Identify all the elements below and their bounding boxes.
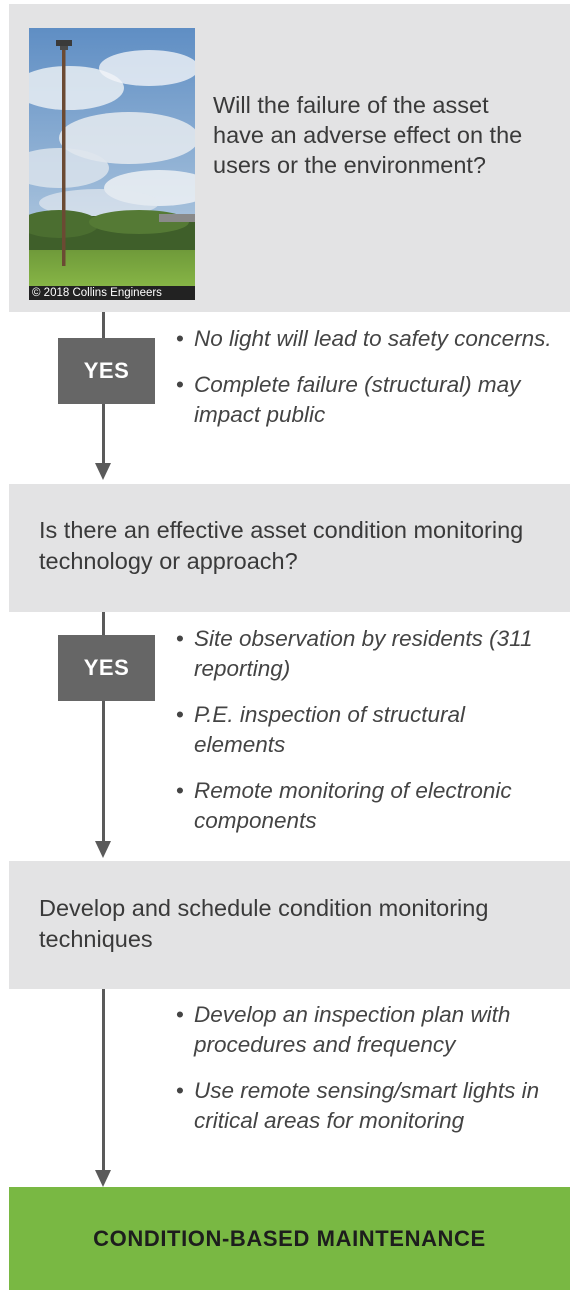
question-box-1: © 2018 Collins Engineers Will the failur…: [9, 4, 570, 312]
bullet-item: Use remote sensing/smart lights in criti…: [176, 1076, 562, 1136]
yes-badge-2: YES: [58, 635, 155, 701]
step-box-3: Develop and schedule condition monitorin…: [9, 861, 570, 989]
bullet-item: Site observation by residents (311 repor…: [176, 624, 562, 684]
arrow-down-icon: [95, 841, 111, 858]
connector-line-3: [102, 989, 105, 1171]
outcome-label: CONDITION-BASED MAINTENANCE: [93, 1225, 486, 1251]
step-text-3: Develop and schedule condition monitorin…: [39, 895, 489, 952]
photo-copyright: © 2018 Collins Engineers: [29, 286, 195, 300]
yes-badge-1: YES: [58, 338, 155, 404]
bullet-item: Remote monitoring of electronic componen…: [176, 776, 562, 836]
outcome-box: CONDITION-BASED MAINTENANCE: [9, 1187, 570, 1290]
bullet-list-1: No light will lead to safety concerns. C…: [176, 324, 562, 446]
question-text-1: Will the failure of the asset have an ad…: [213, 92, 523, 178]
light-pole-photo: © 2018 Collins Engineers: [29, 28, 195, 300]
bullet-item: Complete failure (structural) may impact…: [176, 370, 562, 430]
light-pole-image: [29, 28, 195, 300]
bullet-item: P.E. inspection of structural elements: [176, 700, 562, 760]
question-box-2: Is there an effective asset condition mo…: [9, 484, 570, 612]
question-text-2: Is there an effective asset condition mo…: [39, 517, 524, 574]
bullet-list-2: Site observation by residents (311 repor…: [176, 624, 562, 852]
bullet-list-3: Develop an inspection plan with procedur…: [176, 1000, 562, 1152]
arrow-down-icon: [95, 1170, 111, 1187]
bullet-item: Develop an inspection plan with procedur…: [176, 1000, 562, 1060]
bullet-item: No light will lead to safety concerns.: [176, 324, 562, 354]
connector-line-2: [102, 612, 105, 842]
arrow-down-icon: [95, 463, 111, 480]
